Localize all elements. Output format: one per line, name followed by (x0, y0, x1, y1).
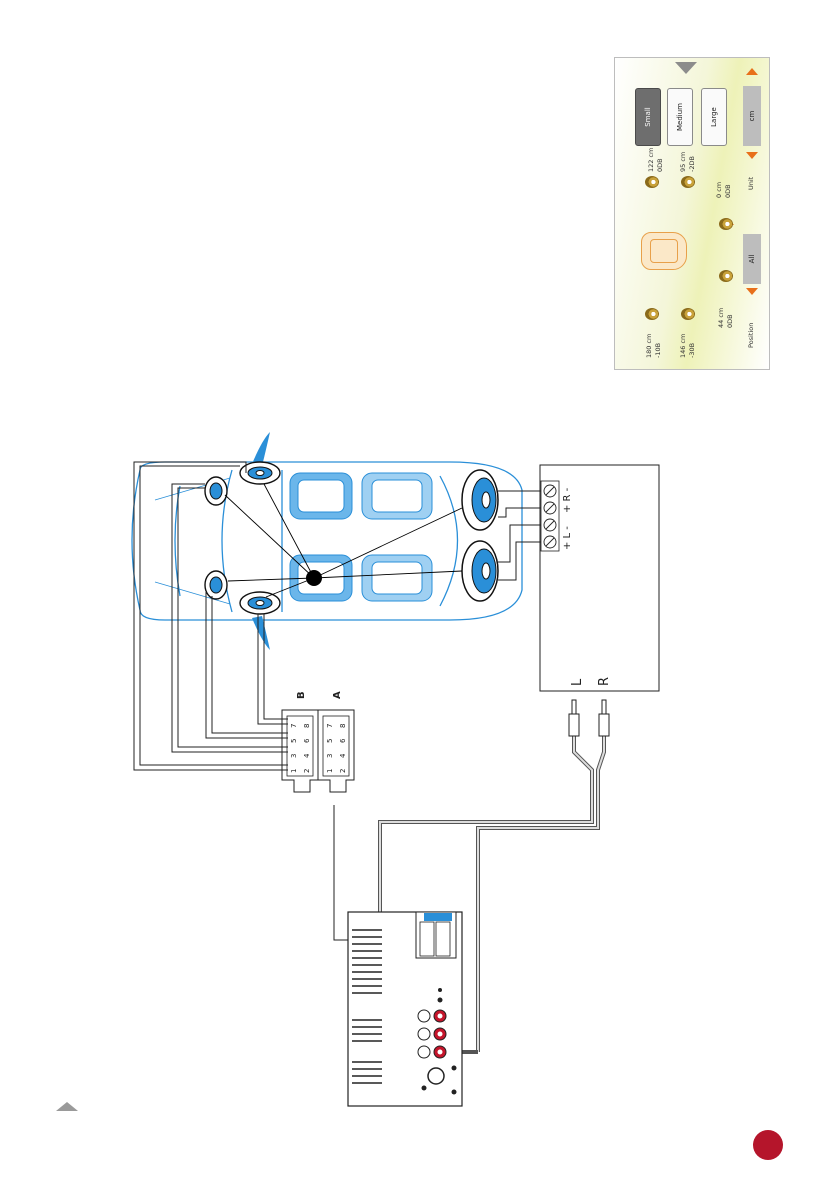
speaker-icon-1[interactable] (645, 308, 659, 320)
pin-b-2: 2 (303, 769, 311, 773)
left-mirror (252, 432, 270, 466)
position-value-field[interactable]: All (743, 234, 761, 284)
screen-car-image (641, 232, 687, 270)
amp-speaker-wires (498, 490, 541, 581)
amp-input-label-right: R (597, 677, 612, 686)
pin-a-8: 8 (339, 724, 347, 728)
amp-input-label-left: L (570, 678, 585, 686)
pin-a-1: 1 (326, 769, 334, 773)
speaker-harness-wires (133, 461, 288, 771)
speaker-front-right-door (204, 570, 228, 600)
right-mirror (252, 616, 270, 650)
page-marker-badge (753, 1130, 783, 1160)
size-button-medium[interactable]: Medium (667, 88, 693, 146)
head-unit (347, 911, 463, 1107)
pin-a-6: 6 (339, 738, 347, 743)
amplifier: + L - + R - L R (539, 464, 660, 692)
speaker-icon-6[interactable] (719, 218, 733, 230)
speaker-rear-right-sub (461, 540, 499, 602)
size-button-small[interactable]: Small (635, 88, 661, 146)
terminal-label-left: + L - (562, 526, 573, 550)
speaker-icon-2[interactable] (681, 308, 695, 320)
head-unit-vents (352, 929, 382, 1084)
unit-prev-arrow-icon[interactable] (746, 152, 758, 159)
iso-connector: 1 3 5 7 2 4 6 8 1 3 5 7 2 4 6 8 B A (281, 691, 355, 793)
pin-b-8: 8 (303, 724, 311, 728)
speaker-front-left-tweeter (239, 461, 281, 485)
sound-direction-arrows (224, 483, 463, 598)
rca-plugs-amp (568, 699, 610, 737)
speaker-icon-5[interactable] (719, 270, 733, 282)
pin-a-5: 5 (326, 739, 334, 743)
speaker-front-left-door (204, 476, 228, 506)
pin-b-1: 1 (290, 769, 298, 773)
pin-b-3: 3 (290, 754, 298, 758)
pin-a-3: 3 (326, 754, 334, 758)
pin-b-4: 4 (303, 753, 311, 758)
speaker-icon-4[interactable] (681, 176, 695, 188)
pin-a-2: 2 (339, 769, 347, 773)
speaker-icon-3[interactable] (645, 176, 659, 188)
connector-block-a-label: A (332, 691, 343, 699)
unit-next-arrow-icon[interactable] (746, 68, 758, 75)
pin-a-4: 4 (339, 753, 347, 758)
unit-value-field[interactable]: cm (743, 86, 761, 146)
pin-b-6: 6 (303, 738, 311, 743)
rca-cable (378, 736, 606, 1054)
pin-b-5: 5 (290, 739, 298, 743)
pin-b-7: 7 (290, 724, 298, 728)
connector-block-b-label: B (296, 691, 307, 699)
speaker-setup-screenshot: Small Medium Large cm All Unit Position … (614, 57, 770, 370)
pin-a-7: 7 (326, 724, 334, 728)
speaker-front-right-tweeter (239, 591, 281, 615)
screen-back-icon (675, 62, 697, 74)
position-prev-arrow-icon[interactable] (746, 288, 758, 295)
up-arrow-icon[interactable] (56, 1102, 78, 1111)
terminal-label-right: + R - (562, 487, 573, 513)
head-unit-rca-outputs (417, 988, 457, 1095)
size-button-large[interactable]: Large (701, 88, 727, 146)
speaker-rear-left-sub (461, 469, 499, 531)
